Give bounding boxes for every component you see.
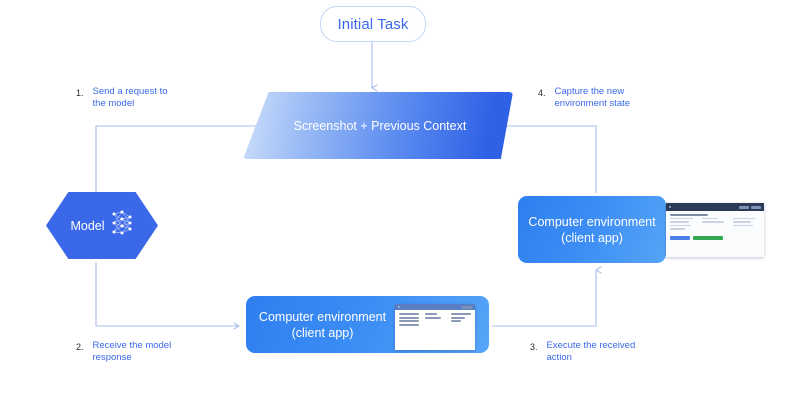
thumbnail-row-block [425, 313, 445, 327]
model-node-label: Model [70, 218, 105, 233]
step-text: Capture the new environment state [554, 86, 631, 109]
initial-task-node[interactable]: Initial Task [320, 6, 426, 42]
thumbnail-column [733, 217, 760, 232]
step-label-3: 3. Execute the received action [530, 340, 639, 364]
step-text: Receive the model response [92, 340, 172, 363]
step-label-2: 2. Receive the model response [76, 340, 185, 364]
context-node[interactable]: Screenshot + Previous Context [243, 92, 513, 159]
step-text: Send a request to the model [92, 86, 168, 109]
app-screenshot-thumbnail-right [666, 203, 764, 257]
step-number: 4. [538, 88, 546, 98]
thumbnail-column [701, 217, 729, 232]
titlebar-dot [398, 306, 400, 308]
step-text: Execute the received action [546, 340, 636, 363]
app-screenshot-thumbnail-bottom [395, 304, 475, 350]
titlebar-chip [462, 305, 472, 309]
titlebar-dot [669, 206, 671, 208]
thumbnail-columns [670, 217, 760, 232]
step-number: 1. [76, 88, 84, 98]
computer-environment-bottom-label: Computer environment (client app) [258, 309, 387, 340]
titlebar-chip [739, 205, 749, 209]
thumbnail-row-block [451, 313, 471, 327]
step-number: 2. [76, 342, 84, 352]
thumbnail-row-block [399, 313, 419, 327]
step-label-4: 4. Capture the new environment state [538, 86, 651, 110]
thumbnail-body [666, 211, 764, 257]
thumbnail-success-button [693, 235, 723, 240]
connector-step-4 [500, 126, 597, 193]
step-label-1: 1. Send a request to the model [76, 86, 177, 110]
neural-network-icon [110, 208, 134, 243]
model-node[interactable]: Model [46, 192, 158, 259]
computer-environment-right-label: Computer environment (client app) [528, 214, 656, 245]
thumbnail-titlebar [666, 203, 764, 211]
step-number: 3. [530, 342, 538, 352]
context-node-label: Screenshot + Previous Context [293, 118, 467, 133]
thumbnail-titlebar [395, 304, 475, 310]
connector-step-2 [95, 262, 239, 326]
thumbnail-column [670, 217, 697, 232]
connector-step-3 [492, 270, 596, 327]
thumbnail-buttons [670, 235, 760, 240]
thumbnail-body [395, 310, 475, 350]
thumbnail-rows [399, 313, 471, 327]
thumbnail-line [670, 214, 708, 216]
initial-task-label: Initial Task [337, 15, 409, 33]
thumbnail-primary-button [670, 235, 690, 240]
computer-environment-right-node[interactable]: Computer environment (client app) [518, 196, 666, 263]
titlebar-chip [751, 205, 761, 209]
